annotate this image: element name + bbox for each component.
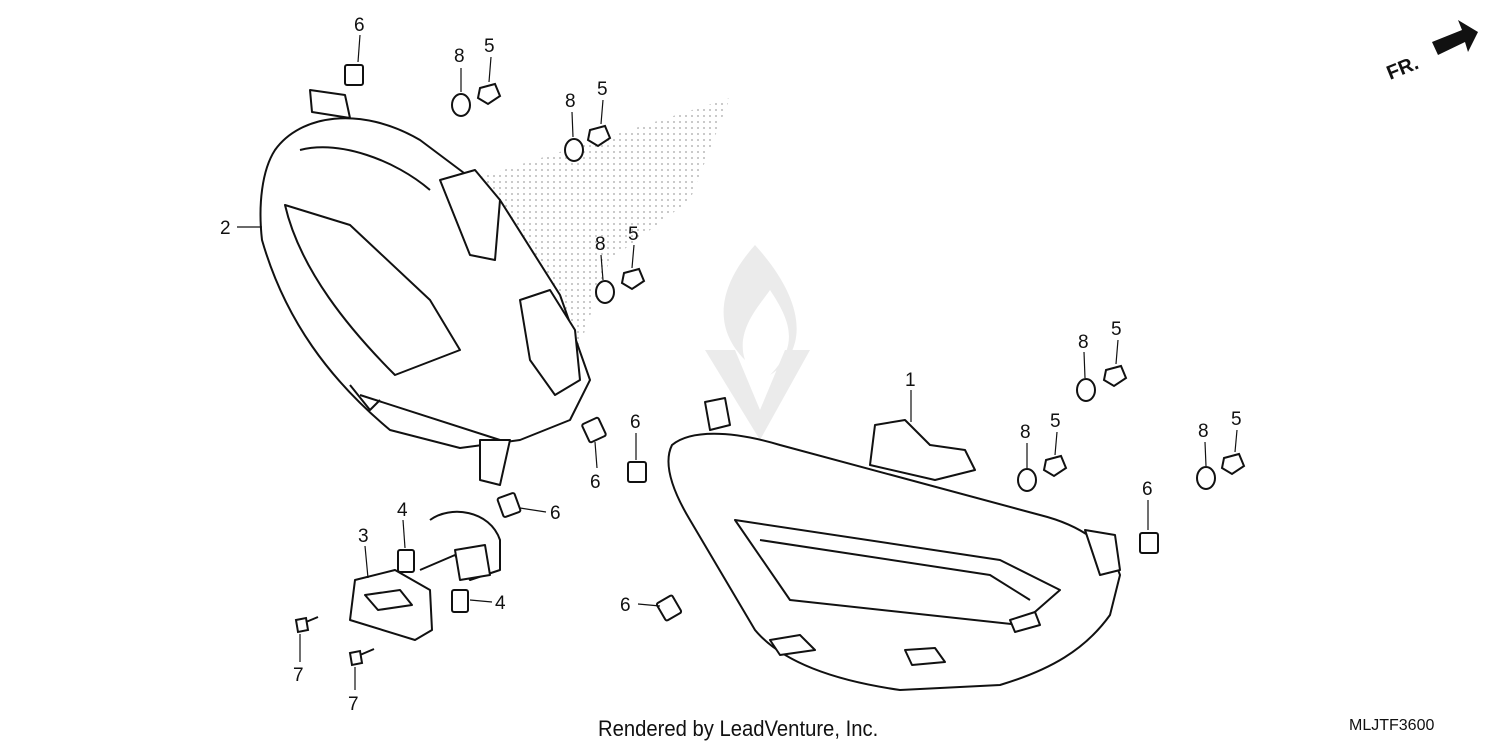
- callout-6: 6: [590, 472, 601, 493]
- washer-icon: [1076, 378, 1096, 402]
- clip-icon: [581, 416, 607, 444]
- nut-icon: [1042, 454, 1068, 478]
- callout-8: 8: [1020, 422, 1031, 443]
- callout-7: 7: [293, 665, 304, 686]
- clip-icon: [1139, 532, 1159, 554]
- left-headlight-assembly: [259, 89, 591, 486]
- front-direction-indicator: FR.: [1384, 20, 1478, 85]
- right-headlight-assembly: [667, 397, 1121, 691]
- clip-icon: [344, 64, 364, 86]
- callout-6: 6: [550, 503, 561, 524]
- callout-5: 5: [597, 79, 608, 100]
- hardware-parts: [294, 64, 1246, 667]
- callout-3: 3: [358, 526, 369, 547]
- callout-4: 4: [495, 593, 506, 614]
- callout-6: 6: [630, 412, 641, 433]
- clip-icon: [496, 492, 522, 518]
- nut-icon: [1102, 364, 1128, 388]
- nut-icon: [476, 82, 502, 106]
- callout-5: 5: [1231, 409, 1242, 430]
- washer-icon: [1017, 468, 1037, 492]
- washer-icon: [1196, 466, 1216, 490]
- callout-6: 6: [354, 15, 365, 36]
- footer-credit: Rendered by LeadVenture, Inc.: [598, 716, 879, 741]
- clip-icon: [451, 589, 469, 613]
- callout-7: 7: [348, 694, 359, 715]
- screw-icon: [348, 648, 375, 667]
- clip-icon: [397, 549, 415, 573]
- callout-2: 2: [220, 218, 231, 239]
- callout-1: 1: [905, 370, 916, 391]
- callout-8: 8: [454, 46, 465, 67]
- callout-5: 5: [1050, 411, 1061, 432]
- fr-label: FR.: [1384, 52, 1422, 84]
- arrow-icon: [1432, 20, 1478, 55]
- callout-8: 8: [1198, 421, 1209, 442]
- callout-4: 4: [397, 500, 408, 521]
- clip-icon: [655, 594, 683, 622]
- nut-icon: [1220, 452, 1246, 476]
- callout-8: 8: [565, 91, 576, 112]
- screw-icon: [294, 616, 319, 634]
- callout-6: 6: [1142, 479, 1153, 500]
- callout-5: 5: [628, 224, 639, 245]
- nut-icon: [620, 267, 646, 291]
- callout-8: 8: [595, 234, 606, 255]
- leader-lines: [237, 34, 1238, 690]
- washer-icon: [564, 138, 584, 162]
- washer-icon: [451, 93, 471, 117]
- washer-icon: [595, 280, 615, 304]
- callout-5: 5: [1111, 319, 1122, 340]
- diagram-code: MLJTF3600: [1349, 717, 1435, 734]
- callout-8: 8: [1078, 332, 1089, 353]
- callout-5: 5: [484, 36, 495, 57]
- callout-labels: 6 8 5 8 5 8 5 2 1 8 5 8 5 8 5 6 6 6 6 6 …: [220, 15, 1242, 715]
- callout-6: 6: [620, 595, 631, 616]
- clip-icon: [627, 461, 647, 483]
- watermark-logo: [705, 245, 810, 440]
- nut-icon: [586, 124, 612, 148]
- headlight-bracket: [349, 510, 501, 641]
